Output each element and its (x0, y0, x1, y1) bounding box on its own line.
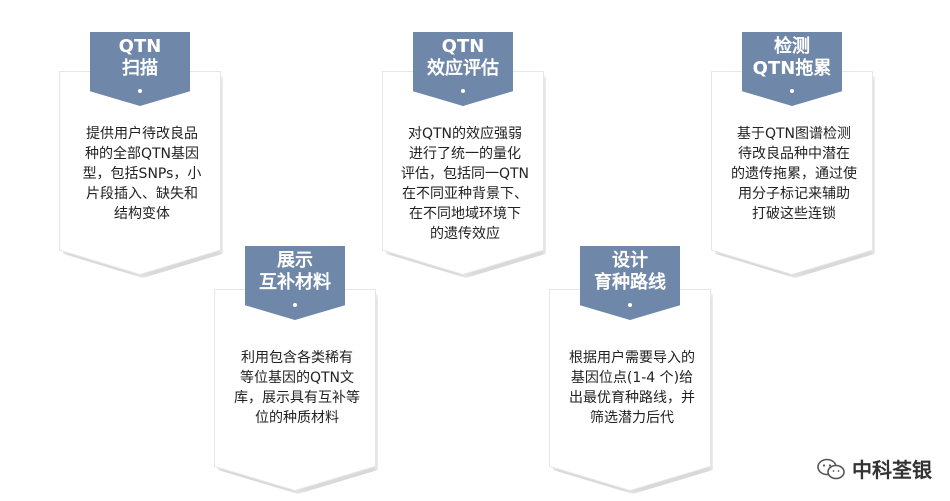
tab-title-line: 育种路线 (594, 272, 666, 293)
tab-title-line: QTN (118, 36, 162, 57)
tab-title-line: 设计 (612, 250, 648, 271)
tab-show-material: 展示 互补材料 (245, 246, 345, 320)
watermark-text: 中科荃银 (852, 458, 932, 482)
wechat-icon (817, 458, 845, 479)
tab-title-line: 检测 (774, 36, 810, 57)
tab-title-line: QTN拖累 (752, 58, 832, 79)
card-show-material: 利用包含各类稀有 等位基因的QTN文 库，展示具有互补等 位的种质材料 (214, 289, 378, 494)
card-qtn-scan: 提供用户待改良品 种的全部QTN基因 型，包括SNPs，小 片段插入、缺失和 结… (59, 71, 223, 278)
card-description: 基于QTN图谱检测 待改良品种中潜在 的遗传拖累，通过使 用分子标记来辅助 打破… (731, 126, 857, 222)
card-design-route: 根据用户需要导入的 基因位点(1-4 个)给 出最优育种路线，并 筛选潜力后代 (549, 289, 713, 494)
tab-title-line: 扫描 (122, 58, 158, 79)
watermark: 中科荃银 (816, 454, 932, 483)
card-description: 对QTN的效应强弱 进行了统一的量化 评估，包括同一QTN 在不同亚种背景下、 … (400, 126, 530, 242)
card-description: 提供用户待改良品 种的全部QTN基因 型，包括SNPs，小 片段插入、缺失和 结… (82, 126, 202, 222)
tab-dot (293, 303, 297, 307)
card-qtn-drag: 基于QTN图谱检测 待改良品种中潜在 的遗传拖累，通过使 用分子标记来辅助 打破… (711, 71, 875, 278)
card-description: 利用包含各类稀有 等位基因的QTN文 库，展示具有互补等 位的种质材料 (234, 350, 360, 426)
tab-dot (461, 89, 465, 93)
tab-qtn-effect: QTN 效应评估 (413, 32, 513, 106)
card-body (215, 290, 375, 490)
tab-title-line: 互补材料 (259, 272, 331, 293)
tab-title-line: 效应评估 (427, 58, 499, 79)
card-body (550, 290, 710, 490)
tab-design-route: 设计 育种路线 (580, 246, 680, 320)
tab-dot (790, 89, 794, 93)
tab-qtn-drag: 检测 QTN拖累 (742, 32, 842, 106)
tab-title-line: 展示 (277, 250, 313, 271)
tab-dot (138, 89, 142, 93)
card-description: 根据用户需要导入的 基因位点(1-4 个)给 出最优育种路线，并 筛选潜力后代 (569, 350, 695, 426)
tab-qtn-scan: QTN 扫描 (90, 32, 190, 106)
tab-dot (628, 303, 632, 307)
tab-title-line: QTN (441, 36, 485, 57)
